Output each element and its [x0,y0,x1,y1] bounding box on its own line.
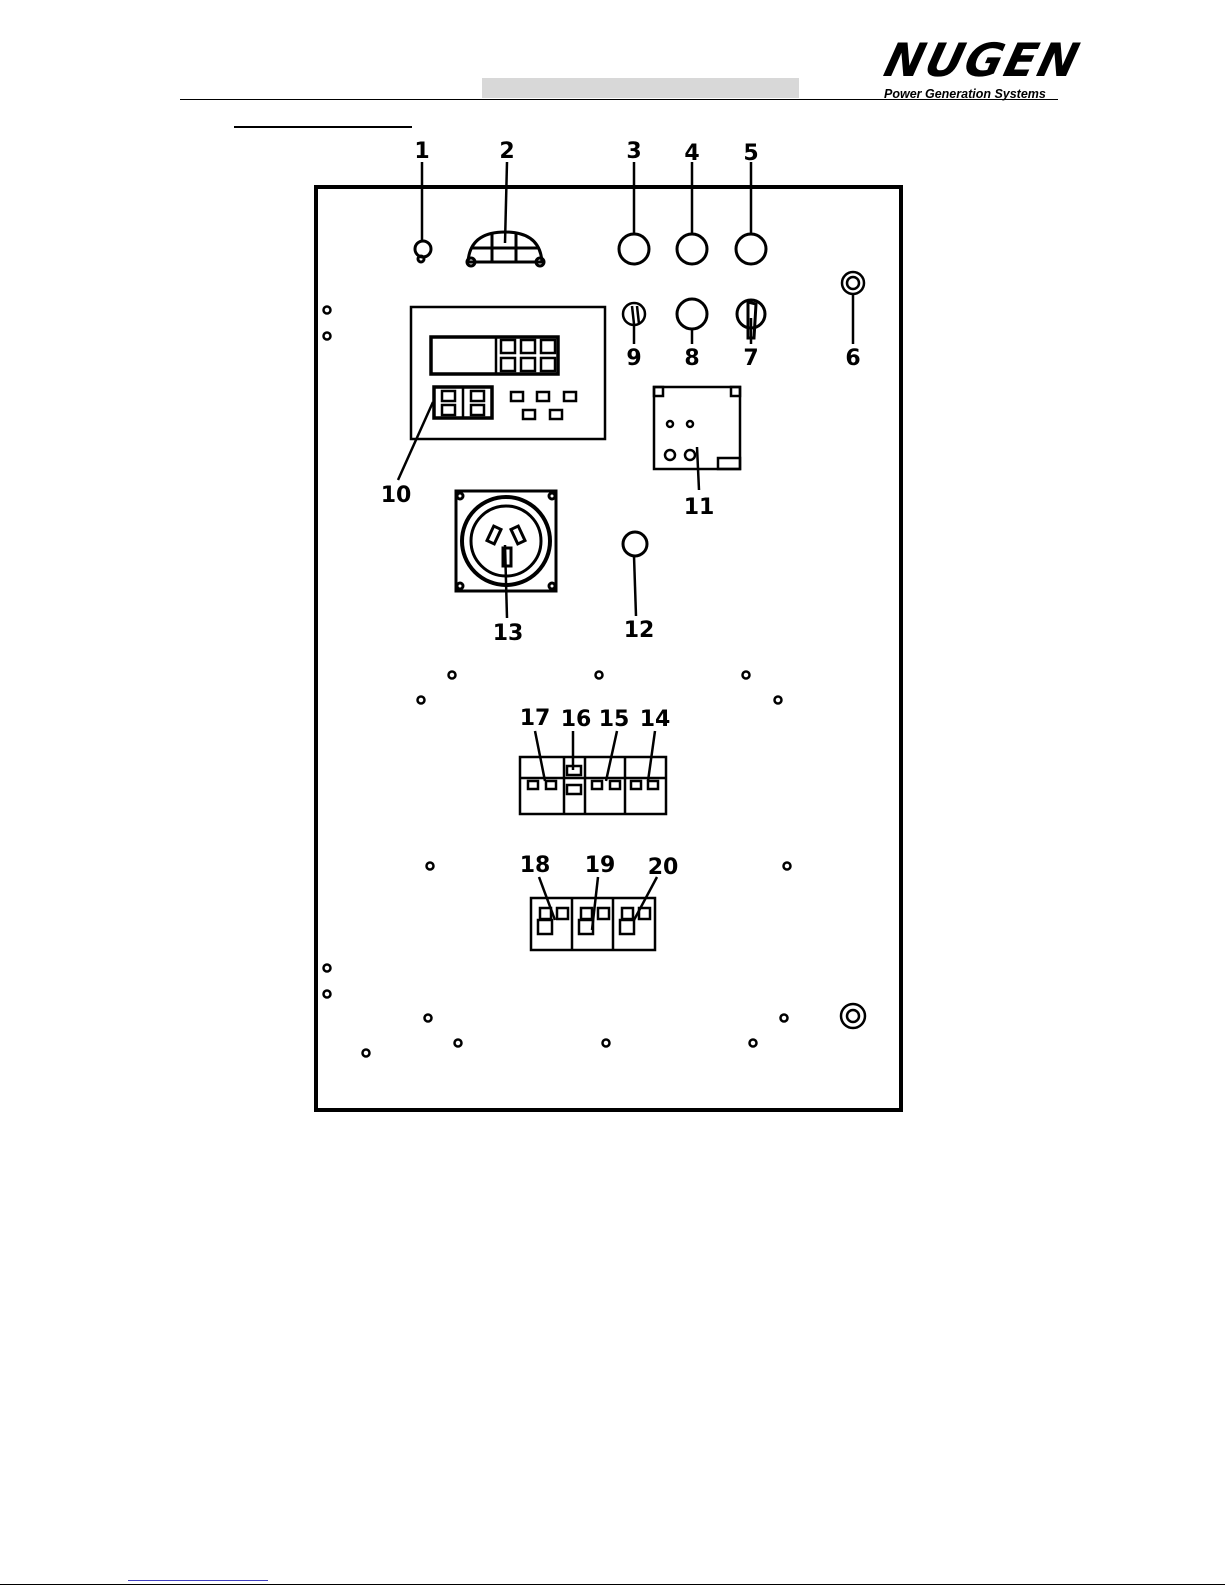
footer-link-underline [128,1580,268,1581]
callout-1: 1 [414,139,429,164]
callout-8: 8 [684,346,699,371]
callout-7: 7 [743,346,758,371]
indicator-light-5 [736,234,766,264]
callout-11: 11 [684,495,715,520]
push-button-8 [677,299,707,329]
callout-19: 19 [585,853,616,878]
callout-14: 14 [640,707,671,732]
callout-labels: 1 2 3 4 5 6 7 8 9 10 11 12 13 14 15 16 1… [381,139,861,880]
toggle-switch-9 [623,303,645,325]
panel-outline [316,187,901,1110]
ground-terminal-bottom [841,1004,865,1028]
callout-9: 9 [626,346,641,371]
indicator-light-4 [677,234,707,264]
callout-17: 17 [520,706,551,731]
callout-10: 10 [381,483,412,508]
callout-3: 3 [626,139,641,164]
callout-4: 4 [684,141,699,166]
callout-16: 16 [561,707,592,732]
callout-12: 12 [624,618,655,643]
callout-13: 13 [493,621,524,646]
callout-20: 20 [648,855,679,880]
ground-terminal-top [842,272,864,294]
callout-18: 18 [520,853,551,878]
indicator-light-3 [619,234,649,264]
callout-5: 5 [743,141,758,166]
fuel-knob [415,241,431,262]
callout-2: 2 [499,139,514,164]
digital-controller [411,307,605,439]
reset-button-12 [623,532,647,556]
callout-6: 6 [845,346,860,371]
callout-15: 15 [599,707,630,732]
